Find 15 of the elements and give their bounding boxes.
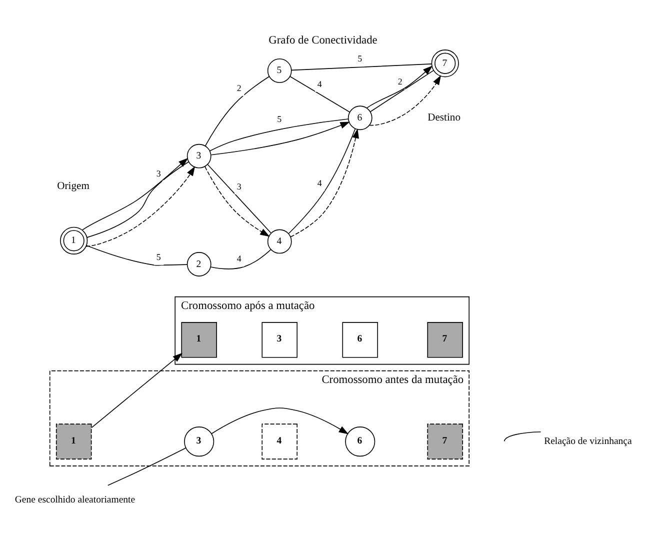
edge-label: 3 <box>236 181 242 192</box>
edge-label: 3 <box>156 168 161 178</box>
node-text: Gene escolhido aleatoriamente <box>14 494 136 506</box>
edge-label: 4 <box>236 254 242 264</box>
edge-label: 5 <box>358 54 362 64</box>
diagram-title: Grafo de Conectividade <box>268 34 378 47</box>
edge-label: 2 <box>236 82 242 93</box>
node-label: Origem <box>57 180 90 192</box>
edge-label: 4 <box>317 78 322 89</box>
node-label: Destino <box>428 112 460 124</box>
edge-label: 4 <box>317 178 322 188</box>
edge-label: 5 <box>277 114 282 124</box>
node-text: Relação de vizinhança <box>544 436 632 448</box>
edge-label: 5 <box>156 252 161 262</box>
edge-label: 2 <box>398 76 402 86</box>
